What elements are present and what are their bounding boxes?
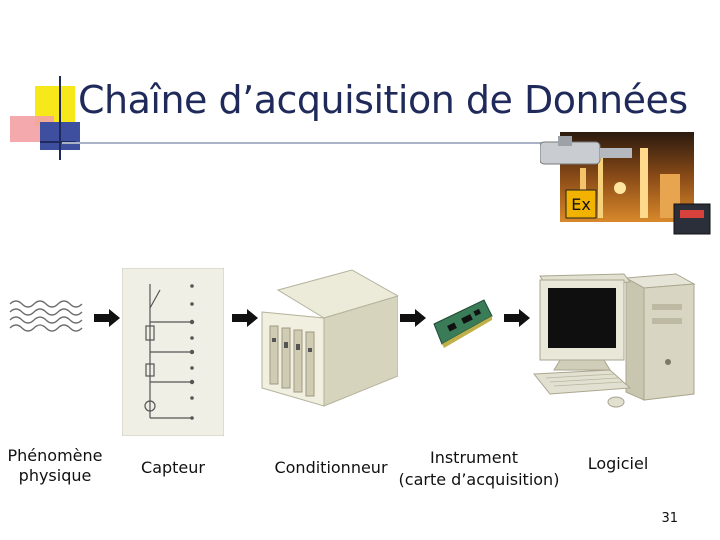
- label-instrument-sub: (carte d’acquisition): [392, 470, 566, 490]
- page-number: 31: [661, 511, 678, 526]
- title-rule: [62, 142, 622, 144]
- wave-icon: [8, 296, 90, 336]
- arrow-right-icon: [94, 309, 120, 327]
- label-instrument: Instrument: [396, 448, 552, 468]
- arrow-right-icon: [232, 309, 258, 327]
- label-phenomene: Phénomène physique: [2, 446, 108, 486]
- acquisition-card-icon: [432, 298, 494, 352]
- conditioner-rack-icon: [258, 268, 398, 410]
- arrow-right-icon: [400, 309, 426, 327]
- label-logiciel: Logiciel: [578, 454, 658, 474]
- corner-logo-decoration: [0, 76, 90, 166]
- label-conditionneur: Conditionneur: [268, 458, 394, 478]
- industrial-photo: Ex: [540, 128, 715, 240]
- ex-badge-text: Ex: [571, 195, 591, 214]
- computer-icon: [526, 270, 698, 412]
- sensor-schematic: [122, 268, 224, 436]
- label-capteur: Capteur: [128, 458, 218, 478]
- slide-title: Chaîne d’acquisition de Données: [78, 78, 688, 122]
